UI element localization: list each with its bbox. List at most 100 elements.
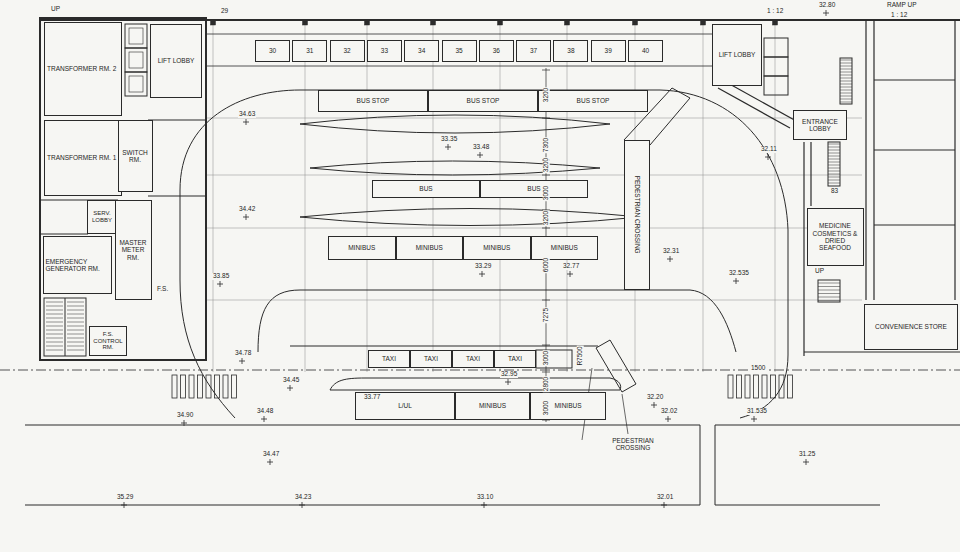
- dimension: 3000: [543, 400, 550, 416]
- spot-marker: [754, 416, 755, 422]
- spot-level: 33.48: [472, 144, 490, 151]
- road-edge: [715, 425, 716, 505]
- bus-bay-label: BUS: [419, 185, 432, 192]
- parking-bay: 40: [628, 40, 663, 62]
- spot-marker: [246, 119, 247, 125]
- building-line: [865, 20, 866, 300]
- spot-level: 34.90: [176, 412, 194, 419]
- escalator-step: [828, 165, 840, 166]
- spot-level: 35.29: [116, 494, 134, 501]
- escalator: [840, 58, 852, 104]
- dimension-tick: [542, 372, 550, 373]
- lift-shaft: [764, 76, 788, 95]
- parking-bay: 38: [553, 40, 588, 62]
- spot-marker: [242, 358, 243, 364]
- escalator-step: [828, 177, 840, 178]
- lift-shaft: [764, 57, 788, 76]
- stair-tread: [67, 314, 84, 315]
- staircase: [818, 280, 840, 302]
- zebra-stripe: [762, 375, 767, 398]
- taxi-bay-label: TAXI: [382, 355, 396, 362]
- room: TRANSFORMER RM. 2: [44, 22, 122, 116]
- spot-marker: [480, 152, 481, 158]
- stair-tread: [818, 290, 840, 291]
- dimension: 3200: [543, 87, 550, 103]
- zebra-stripe: [754, 375, 759, 398]
- grid-line: [206, 228, 862, 229]
- escalator-step: [828, 162, 840, 163]
- staircase: [44, 298, 86, 356]
- building-line: [874, 149, 955, 150]
- dimension-tick: [542, 70, 550, 71]
- crossing-band: [596, 340, 636, 392]
- site-drawing: [0, 10, 960, 508]
- room: LIFT LOBBY: [712, 24, 762, 86]
- minibus-bay-label: MINIBUS: [554, 402, 581, 409]
- parking-bay-label: 39: [605, 47, 612, 54]
- escalator-step: [840, 75, 852, 76]
- crossing-band-label: PEDESTRIAN CROSSING: [633, 176, 640, 254]
- zebra-stripe: [181, 375, 186, 398]
- room-label: LIFT LOBBY: [719, 51, 756, 58]
- lift-car: [129, 28, 143, 44]
- bus-bay: BUS: [372, 180, 480, 198]
- zebra-stripe: [779, 375, 784, 398]
- wall: [206, 66, 712, 67]
- escalator-step: [840, 69, 852, 70]
- building-line: [874, 224, 955, 225]
- parking-bay-label: 38: [567, 47, 574, 54]
- stair-tread: [67, 334, 84, 335]
- escalator-step: [840, 93, 852, 94]
- bus-stop-bay-label: BUS STOP: [467, 97, 500, 104]
- road-edge: [25, 425, 960, 505]
- parking-bay: 35: [442, 40, 477, 62]
- building-outline: [40, 18, 206, 360]
- room-label: EMERGENCY GENERATOR RM.: [46, 258, 109, 273]
- spot-level: 33.35: [440, 136, 458, 143]
- room: SERV. LOBBY: [87, 200, 117, 234]
- spot-level: 33.10: [476, 494, 494, 501]
- spot-marker: [302, 502, 303, 508]
- road-edge: [715, 505, 880, 506]
- lift-shaft: [125, 48, 147, 72]
- dimension-tick: [542, 118, 550, 119]
- shop: CONVENIENCE STORE: [864, 304, 958, 350]
- wall: [65, 298, 66, 356]
- grid-line: [367, 20, 368, 372]
- escalator-step: [840, 96, 852, 97]
- parking-bay-label: 32: [343, 47, 350, 54]
- lift-shaft: [764, 38, 788, 57]
- stair-tread: [67, 350, 84, 351]
- stair-tread: [67, 342, 84, 343]
- note: UP: [814, 268, 825, 275]
- room-label: TRANSFORMER RM. 1: [47, 154, 116, 161]
- room: ENTRANCE LOBBY: [793, 110, 847, 140]
- parking-bay-label: 36: [493, 47, 500, 54]
- building-line: [718, 88, 790, 128]
- parking-bay-label: 34: [418, 47, 425, 54]
- road-kerb: [300, 209, 640, 226]
- road-kerb: [180, 90, 788, 418]
- staircase: [818, 280, 840, 302]
- dimension: 3000: [543, 350, 550, 366]
- spot-level: 34.78: [234, 350, 252, 357]
- room: SWITCH RM.: [118, 120, 153, 192]
- road-edge: [715, 425, 960, 426]
- parking-bay-label: 30: [269, 47, 276, 54]
- parking-bay: 34: [404, 40, 439, 62]
- stair-tread: [46, 318, 63, 319]
- radius-dimension: R7500: [577, 345, 584, 366]
- dimension: 7300: [543, 137, 550, 153]
- zebra-stripe: [771, 375, 776, 398]
- stair-tread: [46, 350, 63, 351]
- parking-bay-label: 37: [530, 47, 537, 54]
- stair-tread: [46, 330, 63, 331]
- wall: [40, 234, 88, 235]
- room-label: LIFT LOBBY: [158, 57, 195, 64]
- building-line: [954, 20, 955, 300]
- escalator-step: [828, 150, 840, 151]
- stair-tread: [67, 346, 84, 347]
- escalator-step: [828, 147, 840, 148]
- stair-tread: [67, 326, 84, 327]
- lift-shaft: [125, 72, 147, 96]
